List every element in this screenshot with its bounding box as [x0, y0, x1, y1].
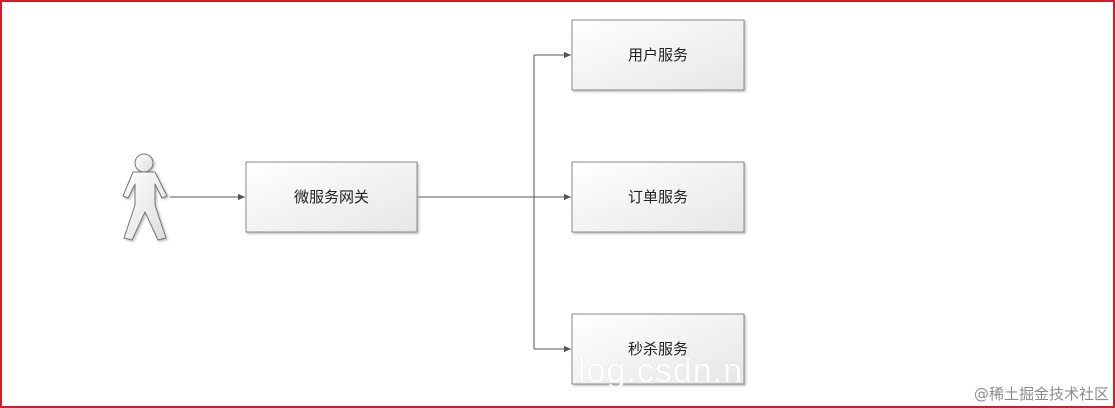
- seckill-service-label: 秒杀服务: [628, 340, 688, 358]
- gateway-node: 微服务网关: [245, 161, 418, 233]
- gateway-label: 微服务网关: [294, 188, 369, 206]
- csdn-watermark: log.csdn.n: [578, 352, 743, 390]
- user-actor-icon: [122, 153, 168, 241]
- user-service-node: 用户服务: [571, 19, 745, 91]
- connectors: [170, 51, 571, 353]
- order-service-node: 订单服务: [571, 161, 745, 233]
- user-service-label: 用户服务: [628, 46, 688, 64]
- order-service-label: 订单服务: [628, 188, 688, 206]
- juejin-watermark: @稀土掘金技术社区: [973, 385, 1109, 403]
- seckill-service-node: 秒杀服务: [571, 313, 745, 385]
